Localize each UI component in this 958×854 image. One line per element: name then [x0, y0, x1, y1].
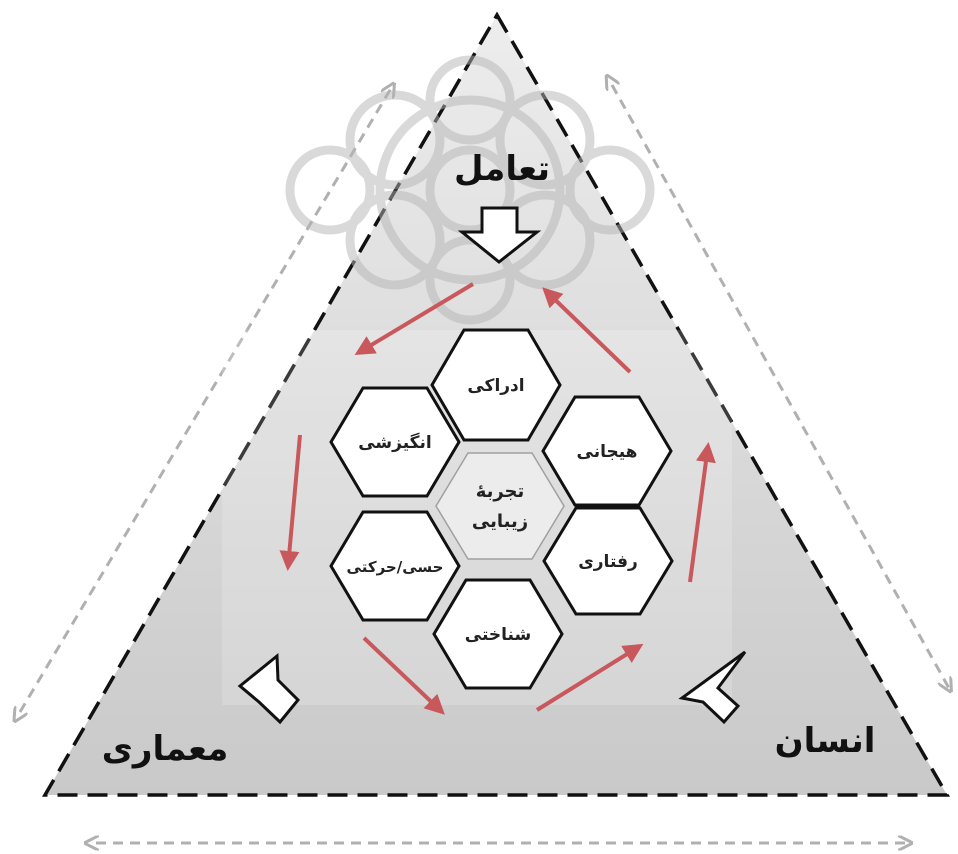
label-architecture: معماری: [102, 729, 229, 769]
center-label-line1: تجربهٔ: [476, 481, 525, 502]
cycle-arrows: [279, 282, 716, 715]
cycle-arrow-2: [279, 434, 302, 571]
left-double-arrow: [20, 85, 393, 712]
hex-label-perceptual: ادراکی: [467, 376, 524, 396]
center-label-line2: زیبایی: [472, 511, 528, 532]
hex-label-motivational: انگیزشی: [358, 432, 432, 453]
down-block-arrow: [457, 206, 542, 264]
hexagon-motivational: انگیزشی: [329, 386, 461, 498]
right-block-arrow: [678, 650, 747, 725]
hex-label-cognitive: شناختی: [465, 625, 531, 645]
cycle-arrow-1: [354, 282, 475, 356]
label-human: انسان: [775, 721, 876, 761]
cycle-arrow-6: [542, 287, 632, 374]
watermark-rosette: [285, 55, 655, 325]
right-double-arrow: [612, 85, 950, 690]
cycle-arrow-5: [688, 442, 716, 583]
hex-label-emotional: هیجانی: [577, 442, 638, 462]
hexagon-behavioral: رفتاری: [542, 506, 674, 616]
hexagon-center-aesthetic-experience: تجربهٔ زیبایی: [435, 452, 565, 560]
hex-label-behavioral: رفتاری: [578, 552, 638, 572]
label-interaction: تعامل: [454, 149, 550, 189]
cycle-arrow-4: [535, 643, 644, 712]
hexagon-cognitive: شناختی: [432, 578, 564, 690]
hexagon-emotional: هیجانی: [541, 395, 673, 507]
left-block-arrow: [237, 652, 301, 725]
hexagon-perceptual: ادراکی: [430, 328, 562, 442]
cycle-arrow-3: [362, 636, 445, 715]
hexagon-sensorimotor: حسی/حرکتی: [329, 510, 461, 622]
hex-label-sensorimotor: حسی/حرکتی: [347, 558, 444, 576]
